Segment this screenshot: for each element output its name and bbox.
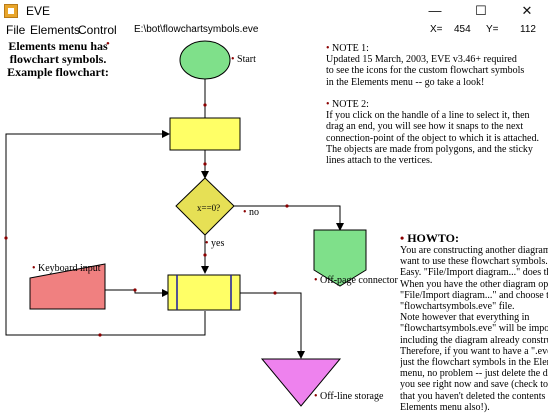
window-title: EVE [26,4,51,18]
x-coord-value: 454 [454,24,471,35]
label-no-text: no [249,207,260,218]
label-keyboard: • Keyboard input [32,263,101,274]
app-icon [4,4,18,18]
label-offpage: • Off-page connector [314,275,398,286]
label-offline: • Off-line storage [314,391,384,402]
process-box[interactable] [169,117,241,151]
label-yes-text: yes [211,238,225,249]
dot [133,288,137,292]
label-offline-text: Off-line storage [320,391,384,402]
label-yes: • yes [205,238,225,249]
howto-line: you see right now and save (check to mak… [400,379,548,391]
arrowhead-storage [201,266,209,274]
intro-dot: • [106,38,110,50]
note-1-line: to see the icons for the custom flowchar… [326,65,525,77]
note-2-line: If you click on the handle of a line to … [326,110,530,122]
connector-lines [5,79,341,358]
dot [98,333,102,337]
offline-storage-triangle[interactable] [260,358,342,407]
note-1-line: • NOTE 1: [326,43,369,54]
keyboard-input-shape[interactable] [29,263,106,310]
file-path: E:\bot\flowchartsymbols.eve [134,24,259,35]
howto-line: Elements menu also!). [400,401,490,413]
line-loop-back [5,133,206,336]
intro-line-1: Elements menu has [8,39,108,53]
menu-control[interactable]: Control [78,23,117,37]
dot [203,253,207,257]
storage-box[interactable] [167,274,241,311]
arrowhead-decision [201,171,209,179]
label-start-text: Start [237,54,256,65]
label-start: • Start [231,54,256,65]
note-1-line: Updated 15 March, 2003, EVE v3.46+ requi… [326,54,517,66]
arrowhead-keyboard [162,289,170,297]
note-2-line: drag an end, you will see how it snaps t… [326,121,524,133]
howto-line: Easy. "File/Import diagram..." does the … [400,267,548,279]
howto-line: Note however that everything in [400,312,530,324]
arrowhead-process [162,130,170,138]
howto-title: HOWTO: [407,232,459,245]
note-2-line: lines attach to the vertices. [326,155,433,167]
note-1: • NOTE 1: Updated 15 March, 2003, EVE v3… [326,43,546,88]
offpage-connector[interactable] [313,229,367,287]
start-terminator[interactable] [179,40,231,80]
howto-line: "flowchartsymbols.eve" file. [400,301,515,313]
howto-line: Therefore, if you want to have a ".eve" … [400,345,548,357]
dot [203,162,207,166]
note-2-line: The objects are made from polygons, and … [326,143,533,155]
dot [273,291,277,295]
howto-line: "File/Import diagram..." and choose this [400,289,548,301]
label-keyboard-text: Keyboard input [38,263,101,274]
label-offpage-text: Off-page connector [320,275,398,286]
howto-line: that you haven't deleted the contents of… [400,390,548,402]
dot [4,236,8,240]
maximize-button[interactable]: ☐ [475,3,487,18]
dot [203,103,207,107]
x-coord-label: X= [430,24,443,35]
howto-line: just the flowchart symbols in the Elemen… [400,357,548,369]
howto-line: "flowchartsymbols.eve" will be imported, [400,323,548,335]
note-2: • NOTE 2: If you click on the handle of … [326,99,548,166]
note-2-line: • NOTE 2: [326,99,369,110]
connection-dots [4,103,289,337]
howto-block: • HOWTO: You are constructing another di… [400,232,548,413]
title-bar: EVE — ☐ ✕ [0,0,550,22]
intro-line-2: flowchart symbols. [9,52,107,66]
dot [285,204,289,208]
howto-line: including the diagram already constructe… [400,334,548,346]
close-button[interactable]: ✕ [521,3,533,18]
intro-text: Elements menu has flowchart symbols. Exa… [6,40,110,79]
menu-elements[interactable]: Elements [30,23,81,37]
y-coord-value: 112 [520,24,536,35]
howto-line: want to use these flowchart symbols. [400,256,548,268]
arrowhead-offline [297,351,305,359]
arrowhead-offpage [336,223,344,231]
howto-heading: • HOWTO: [400,232,459,245]
note-1-title: NOTE 1: [332,43,369,54]
y-coord-label: Y= [486,24,499,35]
line-storage-to-offline [240,292,302,358]
howto-line: When you have the other diagram open, th… [400,278,548,290]
line-no-to-offpage [234,205,341,230]
intro-line-3: Example flowchart: [7,65,109,79]
arrowheads [162,130,344,359]
note-2-title: NOTE 2: [332,99,369,110]
label-decision: x==0? [197,203,221,213]
menu-file[interactable]: File [6,23,26,37]
howto-line: menu, no problem -- just delete the diag… [400,368,548,380]
decision-diamond[interactable] [175,177,235,236]
note-2-line: connection-point of the object to which … [326,132,539,144]
diagram-canvas[interactable]: Elements menu has flowchart symbols. Exa… [0,38,550,413]
note-1-line: in the Elements menu -- go take a look! [326,76,485,88]
menu-bar: File Elements Control [0,22,550,38]
label-no: • no [243,207,260,218]
howto-line: You are constructing another diagram, an… [400,245,548,256]
minimize-button[interactable]: — [428,3,442,18]
flowchart-svg [4,40,367,407]
